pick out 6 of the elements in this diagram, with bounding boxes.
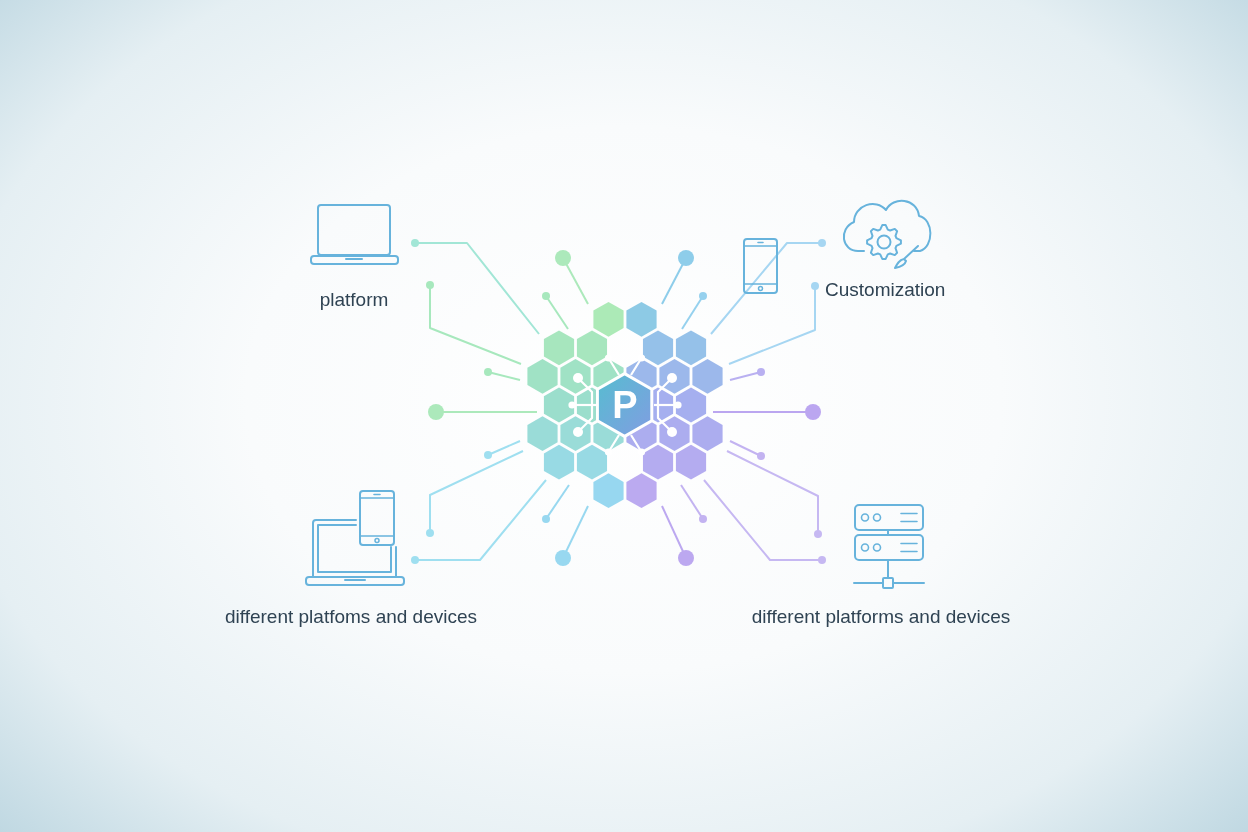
icon-caption: Customization	[825, 279, 946, 301]
icon-caption: platform	[319, 289, 389, 311]
icon-caption: different platforms and devices	[751, 606, 1011, 628]
icon-caption: different platfoms and devices	[224, 606, 478, 628]
center-hexagon	[596, 372, 654, 438]
hexagon-letter: P	[611, 384, 639, 426]
